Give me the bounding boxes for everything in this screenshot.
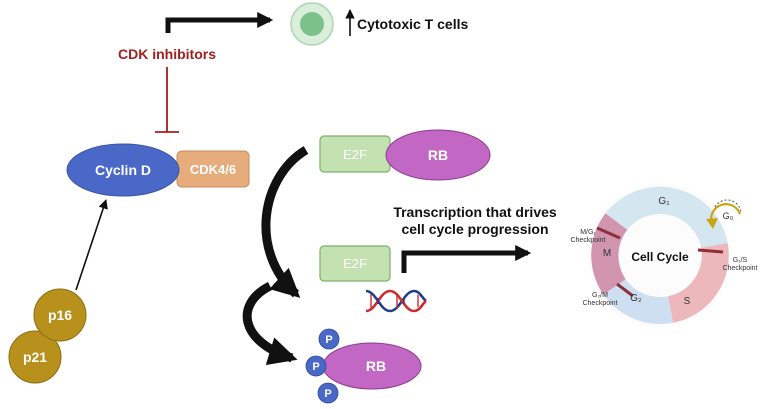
s-phase-arc bbox=[668, 243, 729, 323]
cdk46-label: CDK4/6 bbox=[190, 162, 236, 177]
checkpoint-g2m-bar bbox=[616, 282, 634, 298]
phase-s-label: S bbox=[684, 296, 691, 307]
p21-label: p21 bbox=[23, 349, 47, 365]
phase-g0-label: G₀ bbox=[723, 211, 734, 221]
g2-phase-arc bbox=[603, 279, 674, 325]
phosphate-label-top: P bbox=[325, 334, 332, 346]
checkpoint-g2m-line2: Checkpoint bbox=[582, 300, 617, 307]
phosphate-label-bottom: P bbox=[324, 388, 331, 400]
checkpoint-g1s-line1: G₁/S bbox=[733, 257, 748, 264]
g1-phase-arc bbox=[605, 186, 728, 248]
cytotoxic-t-cells-label: Cytotoxic T cells bbox=[357, 16, 468, 32]
g0-arrowhead bbox=[706, 218, 718, 229]
inhibition-bar-icon bbox=[155, 67, 179, 133]
checkpoint-mg1-bar bbox=[596, 226, 621, 240]
checkpoint-g1s-line2: Checkpoint bbox=[722, 265, 757, 272]
p16-node: p16 bbox=[33, 288, 87, 342]
g0-dashed-loop bbox=[714, 199, 742, 213]
phosphate-node-top: P bbox=[318, 328, 340, 350]
e2f-label-free: E2F bbox=[343, 256, 367, 271]
phosphate-node-bottom: P bbox=[317, 382, 339, 404]
checkpoint-mg1-line1: M/G₁ bbox=[580, 229, 596, 236]
p16-label: p16 bbox=[48, 307, 72, 323]
checkpoint-mg1-line2: Checkpoint bbox=[570, 237, 605, 244]
p21-node: p21 bbox=[8, 330, 62, 384]
cyclin-d-label: Cyclin D bbox=[95, 162, 151, 178]
cell-cycle-title: Cell Cycle bbox=[631, 250, 689, 264]
transcription-text-line1: Transcription that drives bbox=[393, 204, 557, 220]
phase-m-label: M bbox=[603, 248, 611, 259]
rb-label-complex: RB bbox=[428, 147, 448, 163]
m-phase-arc bbox=[591, 213, 628, 295]
e2f-label-complex: E2F bbox=[343, 147, 367, 162]
p16-to-cyclin-arrow bbox=[75, 199, 108, 291]
transcription-arrow bbox=[401, 244, 532, 273]
split-arrow-upper bbox=[261, 146, 309, 298]
g0-arrow-icon bbox=[710, 203, 742, 225]
dna-helix-icon bbox=[365, 289, 427, 313]
cdk-to-tcell-arrow bbox=[165, 11, 274, 33]
rb-ellipse-complex bbox=[385, 129, 491, 181]
transcription-text-line2: cell cycle progression bbox=[401, 221, 548, 237]
cdk-inhibitors-label: CDK inhibitors bbox=[118, 46, 216, 62]
phase-g2-label: G₂ bbox=[630, 293, 642, 304]
checkpoint-g1s-bar bbox=[697, 248, 724, 254]
rb-label-phospho: RB bbox=[366, 358, 386, 374]
cyclin-d-ellipse bbox=[66, 143, 180, 197]
phosphate-node-middle: P bbox=[305, 355, 327, 377]
t-cell-icon bbox=[290, 2, 334, 46]
phase-g1-label: G₁ bbox=[658, 196, 670, 207]
e2f-box-free bbox=[319, 245, 391, 282]
phosphate-label-middle: P bbox=[312, 361, 319, 373]
checkpoint-g2m-line1: G₂/M bbox=[592, 292, 608, 299]
cell-cycle-wheel: Cell Cycle G₁ S G₂ M G₀ M/G₁ Checkpoint … bbox=[570, 183, 758, 327]
split-arrow-lower bbox=[242, 281, 298, 365]
